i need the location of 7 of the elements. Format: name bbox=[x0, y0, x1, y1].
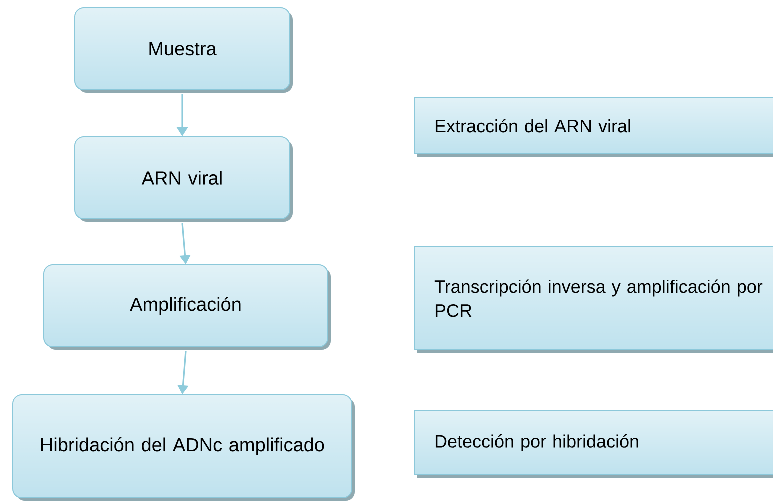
process-box: Amplificación bbox=[44, 264, 331, 350]
process-box: Muestra bbox=[74, 8, 293, 93]
process-box: ARN viral bbox=[74, 136, 293, 222]
process-box: Hibridación del ADNc amplificado bbox=[12, 394, 355, 501]
step-box: Detección por hibridación bbox=[414, 410, 773, 478]
step-box: Extracción del ARN viral bbox=[414, 98, 773, 157]
step-box: Transcripción inversa y amplificación por PCR bbox=[414, 246, 773, 353]
